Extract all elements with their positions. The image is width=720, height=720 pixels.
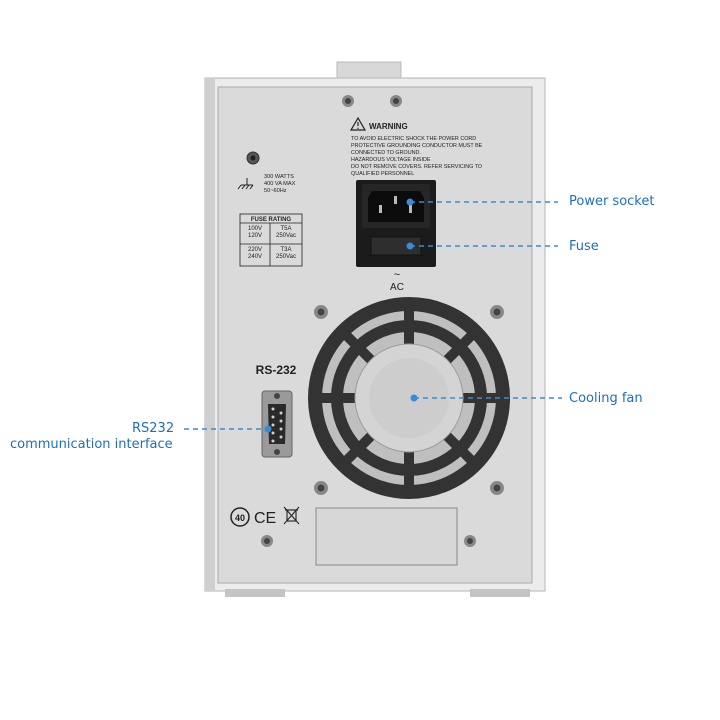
fuse-table-title: FUSE RATING (251, 217, 292, 223)
warning-line: DO NOT REMOVE COVERS. REFER SERVICING TO (351, 164, 482, 170)
callout-fuse: Fuse (569, 239, 599, 254)
power-socket-module (356, 180, 436, 267)
callout-rs232-description: communication interface (10, 437, 173, 452)
fuse-rating-table: FUSE RATING (239, 213, 303, 267)
ac-label: AC (390, 282, 404, 293)
callout-cooling-fan: Cooling fan (569, 391, 643, 406)
svg-text:40: 40 (235, 513, 245, 523)
ac-symbol: ~ (394, 269, 400, 281)
callout-endpoints (264, 198, 418, 433)
fuse-voltage-cell: 240V (248, 254, 262, 260)
bottom-foot-left (225, 589, 285, 597)
cooling-fan (308, 297, 510, 499)
fuse-voltage-cell: 100V (248, 226, 262, 232)
screw (261, 535, 273, 547)
power-rating-line: 300 WATTS (264, 174, 294, 180)
power-rating-line: 50~60Hz (264, 188, 287, 194)
screw (490, 481, 504, 495)
fuse-rating-cell: T5A (280, 226, 291, 232)
warning-heading: WARNING (369, 122, 408, 131)
socket-pin (379, 205, 382, 213)
bottom-foot-right (470, 589, 530, 597)
warning-line: CONNECTED TO GROUND. (351, 150, 421, 156)
warning-text: TO AVOID ELECTRIC SHOCK THE POWER CORDPR… (351, 136, 483, 177)
label-plate (315, 507, 458, 566)
ce-mark: CE (254, 510, 276, 527)
warning-line: TO AVOID ELECTRIC SHOCK THE POWER CORD (351, 136, 476, 142)
warning-line: QUALIFIED PERSONNEL (351, 171, 414, 177)
screw (490, 305, 504, 319)
callout-power-socket: Power socket (569, 194, 655, 209)
callout-rs232: RS232 (132, 421, 175, 436)
screw (390, 95, 402, 107)
weee-bin-icon (283, 506, 300, 525)
fuse-voltage-cell: 120V (248, 233, 262, 239)
rs232-label: RS-232 (256, 363, 297, 377)
fuse-rating-cell: T3A (280, 247, 291, 253)
power-rating-line: 400 VA MAX (264, 181, 296, 187)
warning-triangle-icon (349, 116, 367, 131)
socket-pin (409, 205, 412, 213)
screw (314, 481, 328, 495)
fuse-voltage-cell: 220V (248, 247, 262, 253)
callout-lines (184, 201, 562, 430)
screw (342, 95, 354, 107)
screw (464, 535, 476, 547)
fuse-rating-cell: 250Vac (276, 233, 296, 239)
ground-terminal (246, 151, 260, 165)
rohs-40-mark: 40 (230, 507, 250, 527)
warning-line: PROTECTIVE GROUNDING CONDUCTOR MUST BE (351, 143, 483, 149)
socket-pin (394, 196, 397, 204)
screw (314, 305, 328, 319)
ground-symbol-icon (237, 178, 254, 190)
rs232-db9-port (261, 390, 293, 458)
warning-line: HAZARDOUS VOLTAGE INSIDE (351, 157, 431, 163)
case-side-shadow (205, 78, 215, 591)
fuse-rating-cell: 250Vac (276, 254, 296, 260)
